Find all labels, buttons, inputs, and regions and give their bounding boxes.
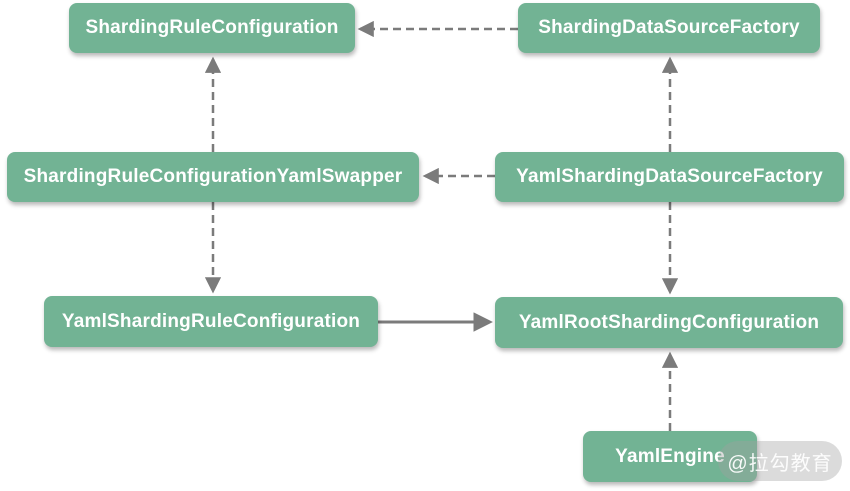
node-yaml-sharding-datasource-factory: YamlShardingDataSourceFactory	[495, 152, 844, 202]
node-yaml-root-sharding-configuration: YamlRootShardingConfiguration	[495, 297, 843, 348]
node-yaml-sharding-rule-configuration: YamlShardingRuleConfiguration	[44, 296, 378, 347]
watermark-badge: @拉勾教育	[718, 441, 842, 481]
node-sharding-rule-configuration-yaml-swapper: ShardingRuleConfigurationYamlSwapper	[7, 152, 419, 202]
node-yaml-engine: YamlEngine	[583, 431, 757, 482]
node-sharding-rule-configuration: ShardingRuleConfiguration	[69, 3, 355, 53]
node-sharding-datasource-factory: ShardingDataSourceFactory	[518, 3, 820, 53]
